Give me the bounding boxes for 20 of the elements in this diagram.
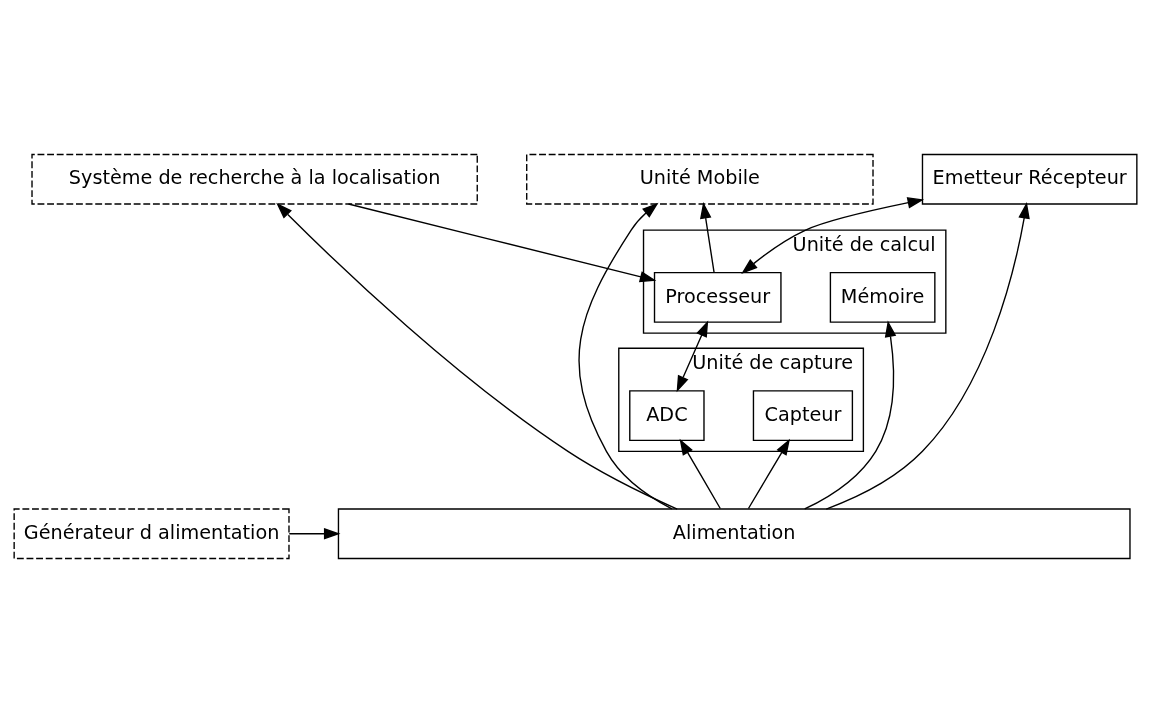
node-box: Alimentation — [337, 508, 1131, 560]
arrow — [276, 202, 678, 510]
node-box: Emetteur Récepteur — [921, 153, 1138, 205]
node-box: ADC — [629, 390, 705, 441]
arrow — [676, 320, 709, 393]
node-box: Mémoire — [829, 272, 936, 323]
arrow — [578, 202, 673, 510]
node-box: Unité Mobile — [526, 153, 874, 205]
arrow — [700, 202, 715, 273]
arrow — [747, 438, 790, 510]
arrow — [288, 528, 341, 540]
arrow — [347, 203, 657, 283]
node-box: Système de recherche à la localisation — [31, 153, 478, 205]
arrow — [679, 438, 721, 510]
arrow — [825, 202, 1030, 510]
node-box: Capteur — [752, 390, 854, 441]
node-box: Processeur — [653, 272, 782, 323]
arrow — [804, 320, 897, 510]
arrow — [741, 197, 925, 274]
node-box: Générateur d alimentation — [13, 508, 290, 560]
